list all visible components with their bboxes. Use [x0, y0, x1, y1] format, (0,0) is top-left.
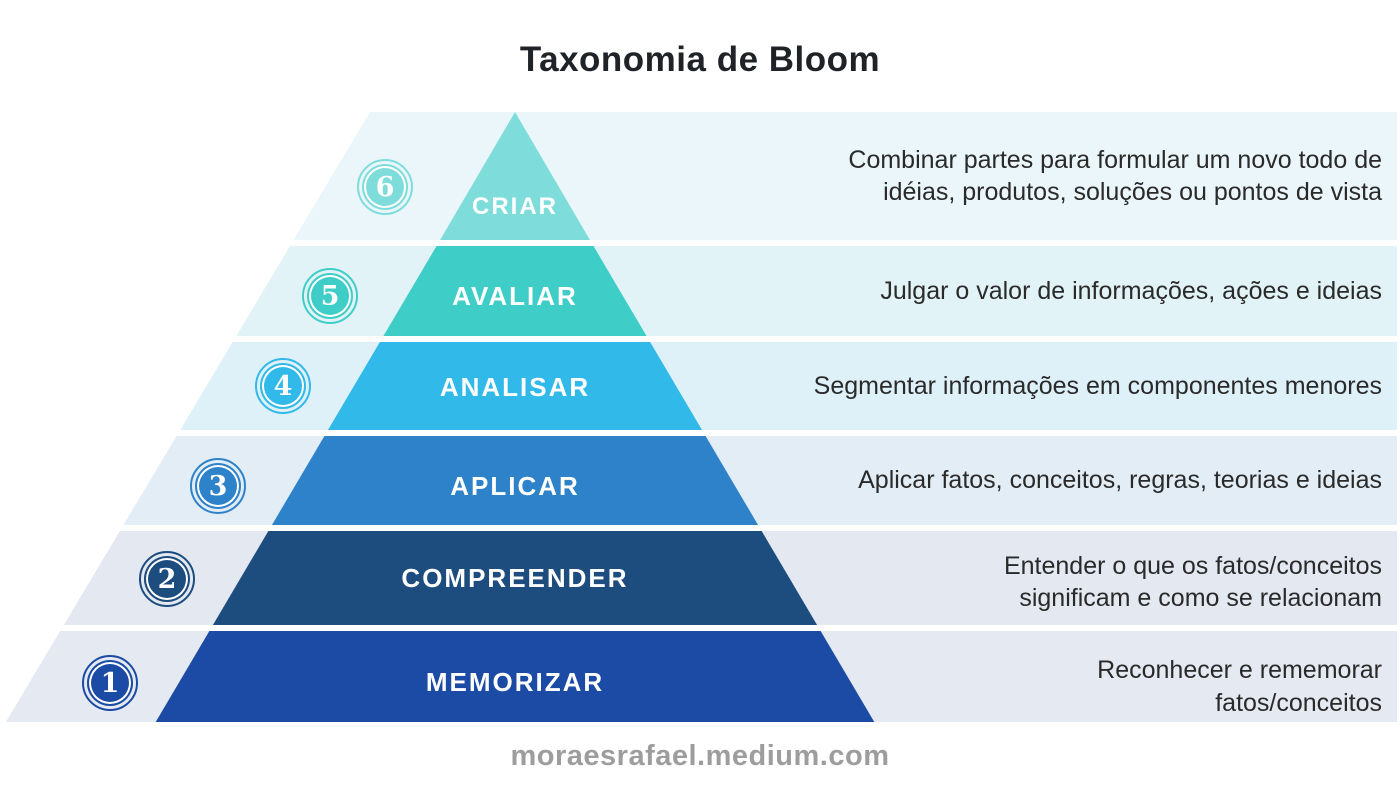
level-description-text: Aplicar fatos, conceitos, regras, teoria…: [858, 466, 1382, 495]
level-number-badge-5: 5: [302, 268, 358, 324]
pyramid-layer-compreender: [212, 531, 818, 625]
level-description-text: Segmentar informações em componentes men…: [813, 371, 1382, 400]
pyramid-layer-aplicar: [271, 436, 759, 525]
pyramid-layer-memorizar: [155, 631, 875, 722]
level-description-1: Reconhecer e rememorar fatos/conceitos: [682, 641, 1382, 732]
level-number: 6: [375, 171, 395, 203]
level-number-badge-1: 1: [82, 655, 138, 711]
level-number: 3: [208, 470, 228, 502]
level-description-6: Combinar partes para formular um novo to…: [682, 112, 1382, 240]
level-description-5: Julgar o valor de informações, ações e i…: [682, 246, 1382, 336]
pyramid-level-label-compreender: COMPREENDER: [401, 562, 629, 593]
level-description-text: Julgar o valor de informações, ações e i…: [880, 276, 1382, 305]
level-description-3: Aplicar fatos, conceitos, regras, teoria…: [682, 436, 1382, 525]
pyramid-layer-analisar: [327, 342, 703, 430]
level-number-badge-3: 3: [190, 458, 246, 514]
pyramid-level-label-criar: CRIAR: [472, 193, 558, 220]
level-description-2: Entender o que os fatos/conceitos signif…: [682, 535, 1382, 629]
level-description-text: Entender o que os fatos/conceitos signif…: [1003, 551, 1382, 613]
badge-circle: 1: [87, 660, 133, 706]
pyramid-level-label-avaliar: AVALIAR: [452, 280, 578, 311]
level-number: 4: [273, 370, 293, 402]
level-number: 2: [157, 563, 177, 595]
pyramid-level-label-aplicar: APLICAR: [450, 470, 580, 501]
badge-circle: 4: [260, 363, 306, 409]
page-title: Taxonomia de Bloom: [519, 40, 881, 79]
watermark-url: moraesrafael.medium.com: [510, 740, 890, 772]
badge-circle: 2: [144, 556, 190, 602]
level-number-badge-4: 4: [255, 358, 311, 414]
badge-circle: 5: [307, 273, 353, 319]
badge-circle: 3: [195, 463, 241, 509]
pyramid-level-label-memorizar: MEMORIZAR: [425, 666, 605, 697]
level-description-text: Reconhecer e rememorar fatos/conceitos: [1097, 656, 1382, 717]
level-number-badge-2: 2: [139, 551, 195, 607]
level-number: 1: [100, 667, 120, 699]
level-number: 5: [320, 280, 340, 312]
pyramid-level-label-analisar: ANALISAR: [439, 371, 591, 402]
level-description-4: Segmentar informações em componentes men…: [682, 342, 1382, 430]
level-number-badge-6: 6: [357, 159, 413, 215]
level-description-text: Combinar partes para formular um novo to…: [848, 145, 1382, 207]
badge-circle: 6: [362, 164, 408, 210]
